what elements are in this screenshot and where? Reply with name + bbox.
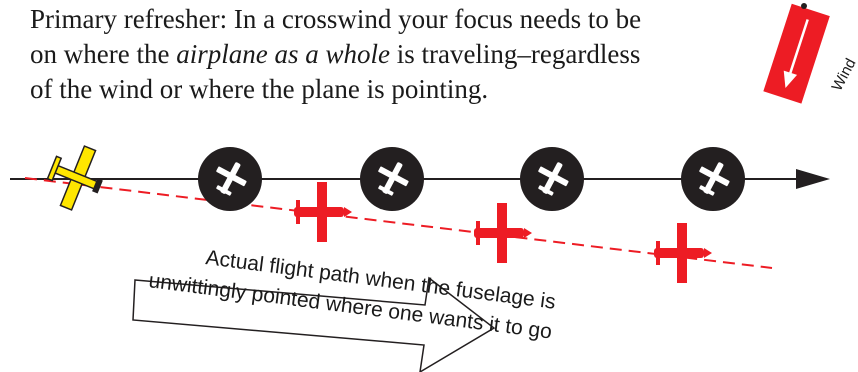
- intended-position-4: [681, 147, 745, 211]
- intro-line-3: of the wind or where the plane is pointi…: [30, 74, 488, 104]
- wind-arrow-head: [783, 70, 798, 88]
- red-airplane-1-icon: [294, 182, 352, 242]
- wind-indicator: [763, 3, 830, 104]
- intro-line-2-start: on where the: [30, 39, 176, 69]
- red-airplane-2-icon: [474, 203, 532, 263]
- yellow-airplane-tail: [46, 155, 63, 182]
- intro-line-2-end: is traveling–regardless: [390, 39, 640, 69]
- wind-arrow-shaft: [787, 19, 809, 77]
- caption-arrow: [132, 276, 496, 372]
- intro-line-2: on where the airplane as a whole is trav…: [30, 39, 640, 69]
- wind-dot: [801, 3, 807, 9]
- intended-position-3: [520, 147, 584, 211]
- intro-line-1: Primary refresher: In a crosswind your f…: [30, 4, 641, 34]
- actual-drift-path: [24, 177, 773, 269]
- red-airplane-3-icon: [654, 223, 712, 283]
- intro-line-2-emphasis: airplane as a whole: [176, 39, 390, 69]
- yellow-airplane-icon: [46, 145, 103, 211]
- intended-position-2: [360, 147, 424, 211]
- intended-position-1: [198, 147, 262, 211]
- yellow-airplane-nose: [92, 178, 103, 194]
- wind-label: Wind: [829, 56, 858, 94]
- intended-track-arrowhead: [796, 169, 830, 189]
